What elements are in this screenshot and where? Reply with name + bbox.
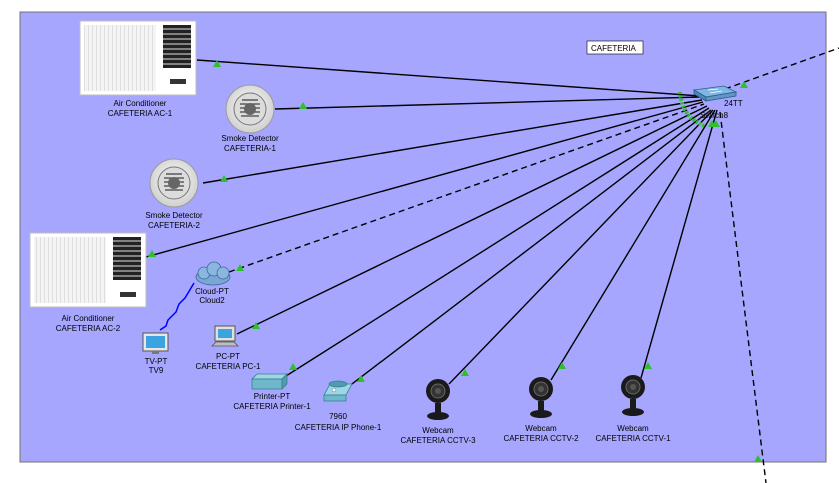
cable-cloud[interactable] bbox=[228, 103, 705, 273]
cable-smoke1[interactable] bbox=[274, 96, 701, 110]
printer-icon bbox=[251, 373, 288, 390]
switch-icon bbox=[692, 85, 738, 102]
cctv1-name-label: CAFETERIA CCTV-1 bbox=[595, 434, 671, 443]
cctv3-type-label: Webcam bbox=[422, 426, 454, 435]
link-status-light bbox=[712, 120, 720, 127]
link-status-light bbox=[644, 362, 652, 369]
pc-type-label: PC-PT bbox=[216, 352, 240, 361]
printer-name-label: CAFETERIA Printer-1 bbox=[233, 402, 311, 411]
tv-name-label: TV9 bbox=[149, 366, 164, 375]
phone-name-label: CAFETERIA IP Phone-1 bbox=[295, 423, 382, 432]
link-status-light bbox=[213, 60, 221, 67]
area-label-text: CAFETERIA bbox=[591, 44, 637, 53]
cctv3-name-label: CAFETERIA CCTV-3 bbox=[400, 436, 476, 445]
device-phone[interactable]: 7960 CAFETERIA IP Phone-1 bbox=[295, 380, 382, 432]
cable-printer[interactable] bbox=[285, 107, 710, 377]
cloud-icon bbox=[195, 261, 231, 286]
smoke1-name-label: CAFETERIA-1 bbox=[224, 144, 277, 153]
device-cctv3[interactable]: Webcam CAFETERIA CCTV-3 bbox=[400, 379, 476, 445]
smoke-detector-icon bbox=[149, 158, 199, 208]
cloud-name-label: Cloud2 bbox=[199, 296, 225, 305]
link-status-light bbox=[558, 362, 566, 369]
wireless-link-cloud-tv[interactable] bbox=[159, 282, 195, 331]
webcam-icon bbox=[529, 377, 553, 418]
smoke-detector-icon bbox=[225, 84, 275, 134]
tv-type-label: TV-PT bbox=[145, 357, 168, 366]
link-status-light bbox=[754, 455, 762, 462]
device-ac1[interactable]: Air Conditioner CAFETERIA AC-1 bbox=[79, 20, 197, 118]
switch-model-label: 24TT bbox=[724, 99, 743, 108]
cable-pc[interactable] bbox=[236, 105, 708, 335]
device-cloud[interactable]: Cloud-PT Cloud2 bbox=[195, 261, 231, 305]
cable-cctv3[interactable] bbox=[448, 109, 714, 385]
link-status-light bbox=[236, 264, 244, 271]
device-pc[interactable]: PC-PT CAFETERIA PC-1 bbox=[196, 325, 261, 371]
switch-name-label: Switch8 bbox=[700, 111, 729, 120]
cable-smoke2[interactable] bbox=[202, 99, 703, 184]
ip-phone-icon bbox=[323, 380, 353, 402]
area-label: CAFETERIA bbox=[586, 40, 644, 55]
cable-ac1[interactable] bbox=[196, 59, 701, 97]
air-conditioner-icon bbox=[29, 232, 147, 308]
link-status-lights bbox=[148, 60, 762, 462]
link-status-light bbox=[148, 250, 156, 257]
pc-icon bbox=[211, 325, 239, 347]
air-conditioner-icon bbox=[79, 20, 197, 96]
device-ac2[interactable]: Air Conditioner CAFETERIA AC-2 bbox=[29, 232, 147, 333]
device-smoke2[interactable]: Smoke Detector CAFETERIA-2 bbox=[145, 158, 203, 230]
device-smoke1[interactable]: Smoke Detector CAFETERIA-1 bbox=[221, 84, 279, 153]
cctv2-name-label: CAFETERIA CCTV-2 bbox=[503, 434, 579, 443]
link-status-light bbox=[252, 322, 260, 329]
smoke1-type-label: Smoke Detector bbox=[221, 134, 279, 143]
cloud-type-label: Cloud-PT bbox=[195, 287, 229, 296]
ac2-name-label: CAFETERIA AC-2 bbox=[56, 324, 121, 333]
tv-icon bbox=[142, 332, 169, 354]
device-printer[interactable]: Printer-PT CAFETERIA Printer-1 bbox=[233, 373, 311, 411]
pc-name-label: CAFETERIA PC-1 bbox=[196, 362, 261, 371]
ac2-type-label: Air Conditioner bbox=[62, 314, 115, 323]
cable-uplink-down[interactable] bbox=[719, 111, 767, 483]
smoke2-type-label: Smoke Detector bbox=[145, 211, 203, 220]
webcam-icon bbox=[426, 379, 450, 420]
webcam-icon bbox=[621, 375, 645, 416]
link-status-light bbox=[461, 369, 469, 376]
printer-type-label: Printer-PT bbox=[254, 392, 291, 401]
switch-device[interactable]: 24TT Switch8 bbox=[692, 85, 743, 120]
cable-cctv2[interactable] bbox=[550, 109, 716, 381]
device-tv[interactable]: TV-PT TV9 bbox=[142, 332, 169, 375]
link-status-light bbox=[357, 375, 365, 382]
phone-type-label: 7960 bbox=[329, 412, 347, 421]
device-cctv1[interactable]: Webcam CAFETERIA CCTV-1 bbox=[595, 375, 671, 443]
cable-phone[interactable] bbox=[347, 109, 712, 388]
smoke2-name-label: CAFETERIA-2 bbox=[148, 221, 201, 230]
link-status-light bbox=[299, 102, 307, 109]
cable-ac2[interactable] bbox=[145, 101, 704, 258]
link-status-light bbox=[220, 175, 228, 182]
link-status-light bbox=[740, 81, 748, 88]
link-status-light bbox=[289, 363, 297, 370]
switch-port-arc bbox=[678, 91, 706, 128]
device-cctv2[interactable]: Webcam CAFETERIA CCTV-2 bbox=[503, 377, 579, 443]
cctv1-type-label: Webcam bbox=[617, 424, 649, 433]
links-layer bbox=[145, 47, 839, 483]
ac1-name-label: CAFETERIA AC-1 bbox=[108, 109, 173, 118]
cable-cctv1[interactable] bbox=[640, 109, 718, 379]
ac1-type-label: Air Conditioner bbox=[114, 99, 167, 108]
cctv2-type-label: Webcam bbox=[525, 424, 557, 433]
